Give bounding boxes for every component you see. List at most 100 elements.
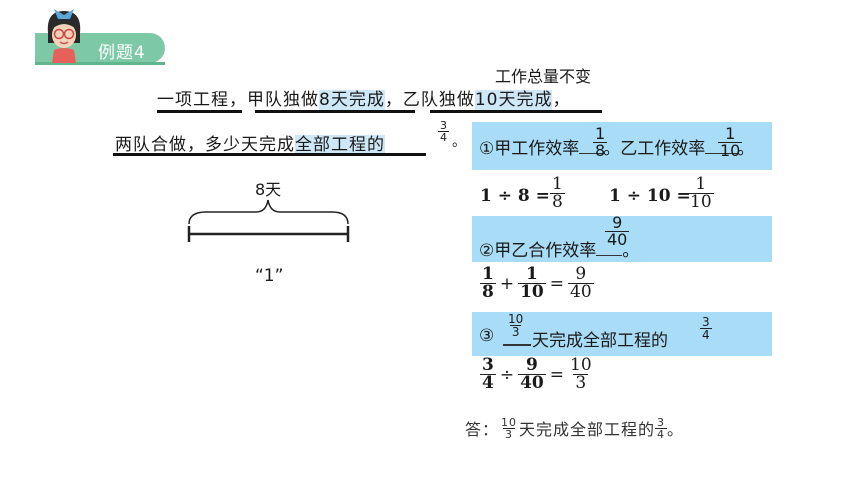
frac-numerator: 1 [552,174,563,194]
frac-denominator: 4 [700,328,712,342]
answer-end: 。 [667,420,685,439]
step-2-frac: 9 40 [605,213,630,249]
example-badge-label: 例题4 [98,43,146,63]
frac-denominator: 40 [605,230,630,249]
underline-3 [430,110,602,113]
answer-text: 天完成全部工程的 [519,420,656,439]
comma: ， [384,90,403,110]
frac-denominator: 8 [480,282,496,302]
frac-denominator: 3 [509,325,522,339]
step-1-end: 。 [737,139,755,159]
frac-numerator: 3 [440,119,447,132]
step-3-band [472,312,772,356]
underline-4 [113,153,426,156]
step-2-end: 。 [622,241,640,261]
frac-denominator: 10 [688,192,714,212]
frac-numerator: 3 [482,355,494,375]
step-2-blank [596,255,623,256]
step-1-band [472,122,772,170]
comma: ， [229,90,247,110]
equals-sign: = [549,273,565,294]
eq-1b-left: 1 ÷ 10 = [609,186,691,206]
equals-sign: = [549,364,565,385]
divide-sign: ÷ [499,364,515,385]
step-3-mark: ③ [479,326,495,346]
frac-denominator: 8 [550,192,565,212]
badge-underline [35,62,165,65]
step-3-frac: 10 3 [506,313,525,338]
frac-numerator: 1 [725,124,736,143]
annotation-workload-constant: 工作总量不变 [495,67,592,86]
answer-prefix: 答： [465,420,500,439]
step-3-text: 天完成全部工程的 [532,331,668,351]
problem-seg-team-a: 甲队独做 [247,90,319,110]
step-3-blank [503,344,531,346]
step-1-frac-b: 1 10 [718,124,743,160]
girl-with-glasses-avatar-icon [40,3,88,63]
step-1-frac-a: 1 8 [593,124,608,160]
problem-end-mark: 。 [452,134,466,150]
frac-denominator: 40 [518,373,546,393]
frac-numerator: 9 [526,355,538,375]
frac-denominator: 4 [480,373,496,393]
eq-1a-frac: 1 8 [550,176,565,211]
frac-denominator: 3 [503,427,516,441]
comma: ， [552,90,571,110]
step-3-tail-frac: 3 4 [700,316,712,341]
frac-denominator: 4 [438,131,449,144]
frac-numerator: 9 [575,264,587,284]
frac-numerator: 1 [595,124,606,143]
frac-denominator: 10 [718,141,743,160]
step-2: ②甲乙合作效率 。 [479,236,639,261]
frac-denominator: 4 [655,427,668,441]
problem-question: 两队合做，多少天完成 [115,135,295,155]
problem-seg-team-b: 乙队独做 [402,90,475,110]
frac-numerator: 1 [526,264,538,284]
problem-fraction: 3 4 [438,120,449,143]
underline-1 [157,110,242,113]
brace-diagram [186,196,352,260]
frac-denominator: 3 [573,373,589,393]
step-1-blank-b [705,153,738,154]
diagram-bottom-label: “1” [255,266,284,286]
frac-numerator: 1 [482,264,494,284]
eq-1a-left: 1 ÷ 8 = [480,186,550,206]
frac-numerator: 10 [508,312,524,326]
eq-1b-frac: 1 10 [688,176,714,211]
frac-numerator: 1 [695,174,707,194]
step-2-text: ②甲乙合作效率 [479,241,597,261]
problem-line-1: 一项工程，甲队独做8天完成，乙队独做10天完成， [157,85,570,110]
frac-numerator: 10 [570,355,592,375]
problem-question-highlight: 全部工程的 [295,135,385,155]
frac-denominator: 8 [593,141,608,160]
problem-seg-team-a-days: 8天完成 [319,90,385,110]
step-2-band [472,216,772,262]
diagram-top-label: 8天 [255,180,282,199]
frac-denominator: 40 [568,282,594,302]
step-1-text-a: ①甲工作效率 [479,139,580,159]
step-1-text-b: 。乙工作效率 [603,139,706,159]
problem-seg-team-b-days: 10天完成 [474,90,553,110]
frac-numerator: 3 [702,315,710,329]
frac-denominator: 10 [518,282,546,302]
step-1: ①甲工作效率 。乙工作效率 。 [479,134,754,159]
underline-2 [255,110,415,113]
frac-numerator: 10 [501,415,518,429]
frac-numerator: 9 [612,213,623,232]
plus-sign: + [499,273,515,294]
frac-numerator: 3 [657,415,666,429]
step-1-blank-a [579,153,604,154]
problem-seg-project: 一项工程 [157,90,229,110]
problem-line-2: 两队合做，多少天完成全部工程的 [115,130,385,155]
